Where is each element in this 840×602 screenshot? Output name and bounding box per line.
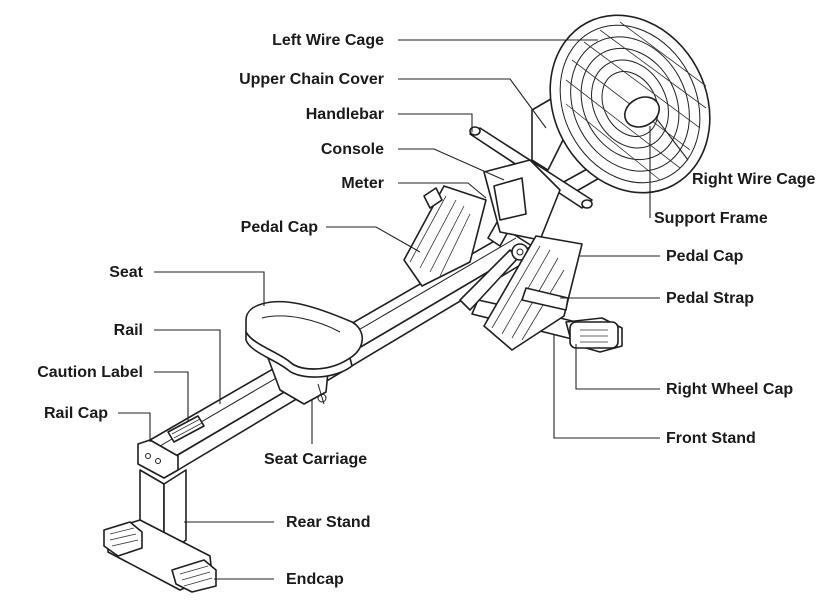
label-seat-carriage: Seat Carriage xyxy=(264,451,367,468)
label-left-wire-cage: Left Wire Cage xyxy=(272,32,384,49)
rowing-machine-illustration xyxy=(103,14,711,593)
label-pedal-strap: Pedal Strap xyxy=(666,290,754,307)
label-support-frame: Support Frame xyxy=(654,210,768,227)
label-handlebar: Handlebar xyxy=(306,106,384,123)
label-right-wire-cage: Right Wire Cage xyxy=(692,171,816,188)
label-rail-cap: Rail Cap xyxy=(44,405,108,422)
rear-foot xyxy=(103,519,217,593)
pedal-left xyxy=(403,185,487,287)
leader-lines xyxy=(118,39,689,580)
label-seat: Seat xyxy=(109,264,143,281)
label-rail: Rail xyxy=(114,322,143,339)
label-meter: Meter xyxy=(341,175,384,192)
seat xyxy=(245,300,364,378)
label-right-wheel-cap: Right Wheel Cap xyxy=(666,381,793,398)
label-console: Console xyxy=(321,141,384,158)
label-pedal-cap-left: Pedal Cap xyxy=(241,219,319,236)
wire-cage xyxy=(549,14,711,194)
label-upper-chain-cover: Upper Chain Cover xyxy=(239,71,384,88)
pedal-right xyxy=(483,235,583,351)
label-caution-label: Caution Label xyxy=(37,364,143,381)
label-front-stand: Front Stand xyxy=(666,430,756,447)
endcap xyxy=(171,559,217,593)
meter xyxy=(493,177,527,221)
label-endcap: Endcap xyxy=(286,571,344,588)
right-wheel-cap xyxy=(569,321,619,349)
callout-labels: Left Wire Cage Upper Chain Cover Handleb… xyxy=(37,32,815,588)
label-pedal-cap-right: Pedal Cap xyxy=(666,248,744,265)
label-rear-stand: Rear Stand xyxy=(286,514,370,531)
pedal-strap xyxy=(521,287,569,311)
